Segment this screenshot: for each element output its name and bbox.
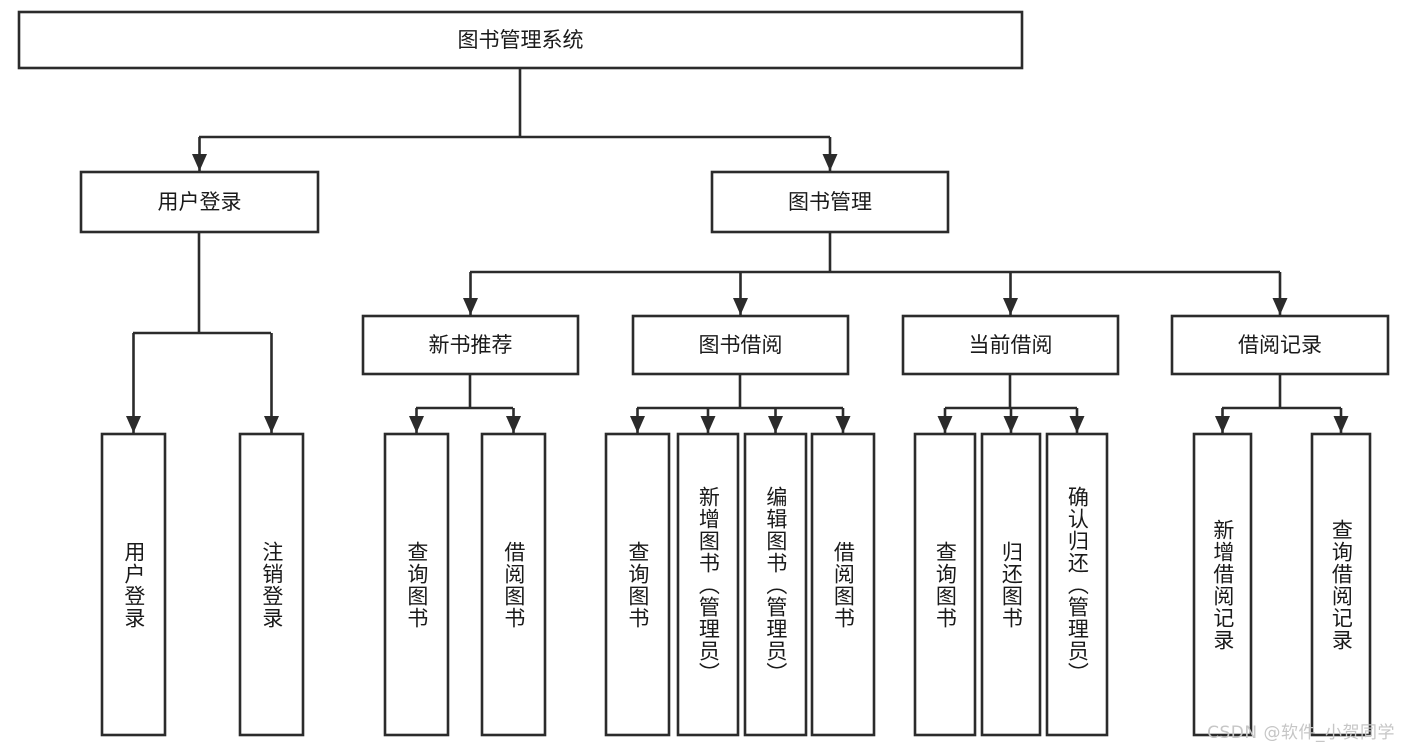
- node-user-login[interactable]: [79, 170, 320, 234]
- arrow-head-icon: [822, 154, 838, 171]
- node-book-manage[interactable]: [710, 170, 950, 234]
- node-leaf-add-borrow-record[interactable]: [1192, 432, 1253, 737]
- arrow-head-icon: [1069, 416, 1085, 433]
- node-user-login-label: 用户登录: [158, 190, 242, 214]
- node-leaf-logout-login[interactable]: [238, 432, 305, 737]
- node-leaf-edit-book-admin[interactable]: [743, 432, 808, 737]
- node-book-borrow[interactable]: [631, 314, 850, 376]
- arrow-head-icon: [264, 416, 279, 433]
- arrow-head-icon: [835, 416, 851, 433]
- node-leaf-query-book-cur[interactable]: [913, 432, 977, 737]
- arrow-head-icon: [192, 154, 207, 171]
- arrow-head-icon: [1333, 416, 1349, 433]
- arrow-head-icon: [630, 416, 645, 433]
- node-leaf-borrow-book-rec[interactable]: [480, 432, 547, 737]
- arrow-head-icon: [1003, 416, 1019, 433]
- node-leaf-confirm-return-admin[interactable]: [1045, 432, 1109, 737]
- node-leaf-borrow-book[interactable]: [810, 432, 876, 737]
- node-leaf-query-borrow-record[interactable]: [1310, 432, 1372, 737]
- arrow-head-icon: [937, 416, 953, 433]
- watermark: CSDN @软件_小贺同学: [1207, 723, 1395, 743]
- node-book-manage-label: 图书管理: [788, 190, 872, 214]
- arrow-head-icon: [768, 416, 783, 433]
- arrow-head-icon: [700, 416, 716, 433]
- node-borrow-record[interactable]: [1170, 314, 1390, 376]
- node-leaf-query-book-borrow[interactable]: [604, 432, 671, 737]
- node-borrow-record-label: 借阅记录: [1238, 333, 1322, 357]
- node-current-borrow[interactable]: [901, 314, 1120, 376]
- node-leaf-return-book[interactable]: [980, 432, 1042, 737]
- arrow-head-icon: [733, 298, 748, 315]
- node-new-book-recommend[interactable]: [361, 314, 580, 376]
- node-leaf-user-login[interactable]: [100, 432, 167, 737]
- node-book-borrow-label: 图书借阅: [699, 333, 783, 357]
- arrow-head-icon: [1215, 416, 1230, 433]
- arrow-head-icon: [409, 416, 424, 433]
- node-new-book-recommend-label: 新书推荐: [429, 333, 513, 357]
- node-root-label: 图书管理系统: [458, 28, 584, 52]
- arrow-head-icon: [126, 416, 141, 433]
- arrow-head-icon: [1272, 298, 1288, 315]
- node-leaf-add-book-admin[interactable]: [676, 432, 740, 737]
- connectors-layer: [126, 68, 1349, 433]
- arrow-head-icon: [506, 416, 521, 433]
- arrow-head-icon: [1003, 298, 1018, 315]
- node-root[interactable]: [17, 10, 1024, 70]
- arrow-head-icon: [463, 298, 478, 315]
- node-leaf-query-book-rec[interactable]: [383, 432, 450, 737]
- node-current-borrow-label: 当前借阅: [969, 333, 1053, 357]
